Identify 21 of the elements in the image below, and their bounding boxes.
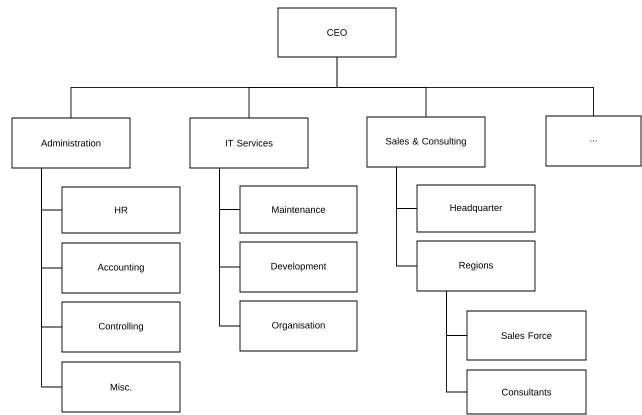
org-box: ... xyxy=(546,116,642,166)
org-box: Headquarter xyxy=(416,184,536,232)
connector-line xyxy=(336,57,594,116)
org-box: Sales Force xyxy=(466,310,586,360)
org-box: IT Services xyxy=(190,118,308,168)
org-box: Controlling xyxy=(62,302,180,352)
org-box: Development xyxy=(240,242,358,292)
org-box: Organisation xyxy=(240,300,358,352)
connector-line xyxy=(396,167,417,266)
connector-line xyxy=(41,168,62,388)
org-box: Maintenance xyxy=(240,186,358,234)
org-box: Misc. xyxy=(62,362,180,412)
connector-line xyxy=(219,168,240,326)
org-box: Sales & Consulting xyxy=(366,116,486,168)
connector-line xyxy=(446,291,467,392)
org-box: Consultants xyxy=(466,370,586,414)
org-box: CEO xyxy=(278,8,396,58)
org-box: Administration xyxy=(12,118,130,168)
org-box: Regions xyxy=(416,240,536,292)
org-box: Accounting xyxy=(62,242,180,294)
org-box: HR xyxy=(62,186,180,234)
